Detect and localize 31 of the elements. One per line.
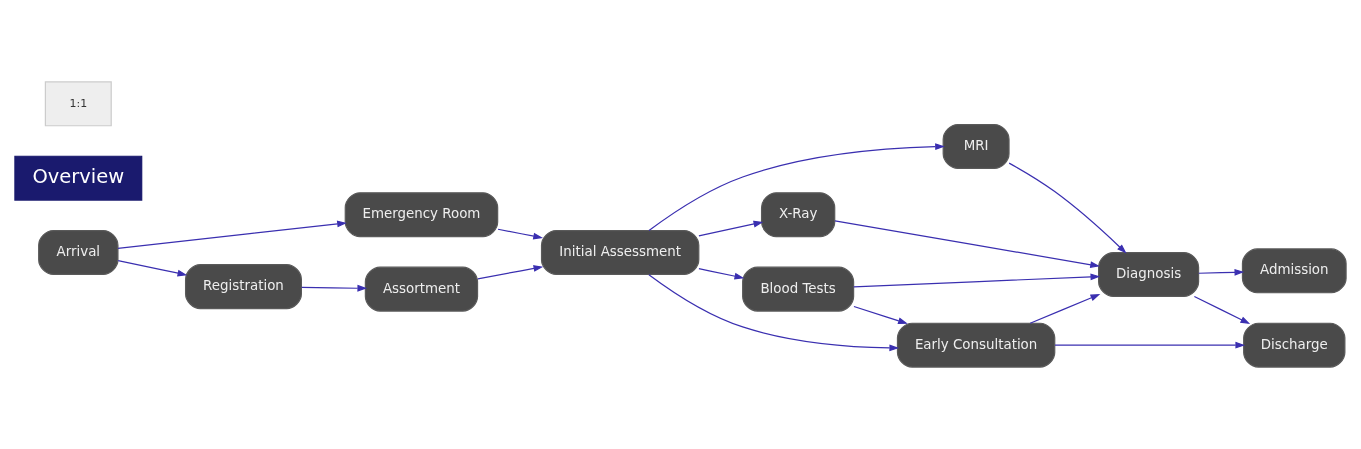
- node-box: Blood Tests: [742, 266, 855, 312]
- arrow: [117, 260, 188, 277]
- arrow: [1054, 341, 1246, 349]
- arrow: [477, 265, 544, 280]
- arrow: [834, 220, 1101, 269]
- node-box: Diagnosis: [1098, 251, 1200, 298]
- node-box: Early Consultation: [896, 322, 1056, 368]
- arrow: [648, 143, 945, 232]
- node-box: Assortment: [364, 266, 479, 312]
- node-box: Admission: [1241, 248, 1347, 294]
- arrow: [301, 284, 368, 292]
- node-box: X-Ray: [760, 192, 836, 238]
- arrow: [648, 274, 900, 352]
- node-box: Emergency Room: [344, 192, 499, 238]
- arrow: [1193, 295, 1251, 325]
- arrow: [117, 220, 347, 249]
- arrow: [1008, 162, 1127, 254]
- node-box: Discharge: [1243, 322, 1346, 368]
- node-box: Registration: [184, 264, 302, 310]
- node-box: Arrival: [38, 230, 119, 276]
- arrow: [1029, 294, 1101, 324]
- arrow: [497, 228, 544, 240]
- arrow: [1198, 268, 1245, 276]
- node-box: MRI: [942, 123, 1010, 170]
- arrow: [698, 268, 745, 280]
- arrow: [698, 220, 764, 237]
- label: 1:1: [69, 96, 88, 110]
- arrow: [853, 305, 908, 325]
- label: Overview: [32, 164, 125, 188]
- node-box: Initial Assessment: [540, 230, 700, 276]
- arrow: [853, 273, 1101, 288]
